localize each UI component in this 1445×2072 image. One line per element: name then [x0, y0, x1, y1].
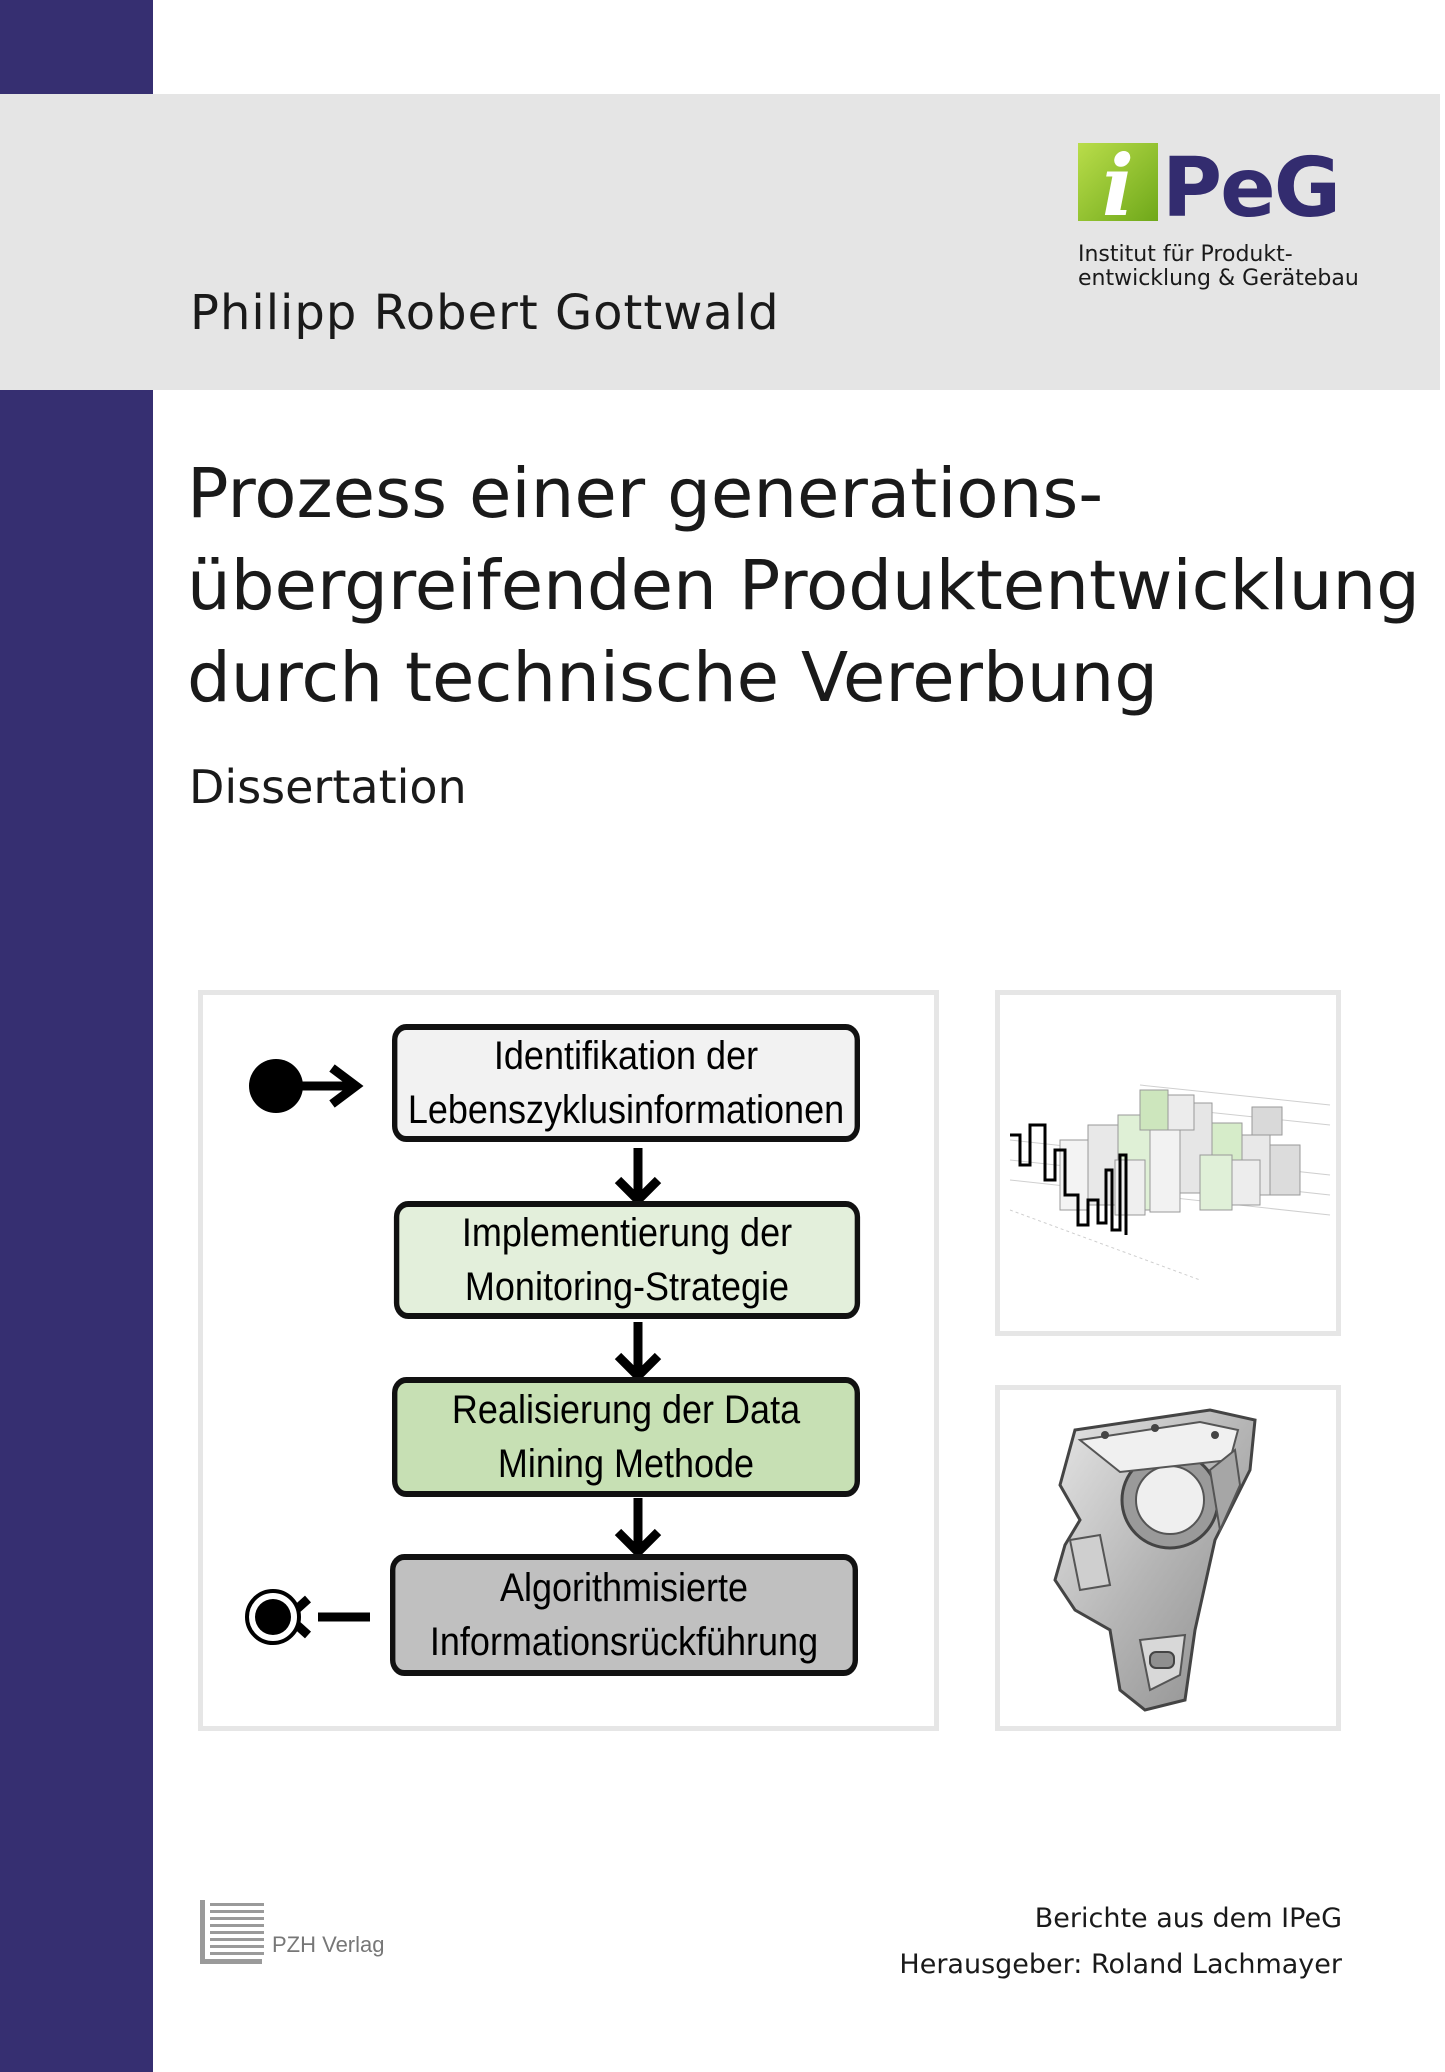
process-step-2: Implementierung der Monitoring-Strategie	[393, 1201, 861, 1319]
step-1-line2: Lebenszyklusinformationen	[407, 1088, 845, 1132]
logo-subtitle: Institut für Produkt- entwicklung & Gerä…	[1078, 243, 1359, 291]
process-connectors	[245, 1059, 662, 1645]
author-name: Philipp Robert Gottwald	[190, 285, 780, 341]
step-4-line1: Algorithmisierte	[499, 1566, 749, 1610]
publisher-name: PZH Verlag	[272, 1932, 385, 1957]
ipeg-logo: i PeG	[1078, 143, 1341, 225]
step-2-line2: Monitoring-Strategie	[464, 1265, 790, 1309]
step-3-line1: Realisierung der Data	[451, 1388, 801, 1432]
start-node	[249, 1059, 303, 1113]
step-2-line1: Implementierung der	[461, 1211, 793, 1255]
logo-letter-i: i	[1102, 143, 1134, 225]
title-line: durch technische Vererbung	[187, 638, 1159, 718]
process-step-3: Realisierung der Data Mining Methode	[392, 1377, 860, 1497]
header-band	[0, 94, 1440, 390]
logo-subtitle-line2: entwicklung & Gerätebau	[1078, 266, 1359, 291]
flow-arrows	[614, 1148, 662, 1559]
series-title: Berichte aus dem IPeG	[1034, 1903, 1342, 1934]
step-3-line2: Mining Methode	[497, 1442, 755, 1486]
book-title: Prozess einer generations- übergreifende…	[187, 448, 1420, 724]
logo-wordmark: PeG	[1162, 143, 1339, 225]
logo-subtitle-line1: Institut für Produkt-	[1078, 242, 1293, 267]
title-line: Prozess einer generations-	[187, 454, 1104, 534]
process-step-1: Identifikation der Lebenszyklusinformati…	[392, 1024, 860, 1142]
document-type: Dissertation	[189, 760, 467, 814]
process-step-4: Algorithmisierte Informationsrückführung	[390, 1554, 858, 1676]
step-4-line2: Informationsrückführung	[429, 1620, 819, 1664]
series-info: Berichte aus dem IPeG Herausgeber: Rolan…	[899, 1896, 1342, 1988]
machined-part-image	[1053, 1408, 1257, 1712]
series-editor: Herausgeber: Roland Lachmayer	[899, 1949, 1342, 1980]
step-1-line1: Identifikation der	[493, 1034, 759, 1078]
3d-bar-plot-image	[1009, 1084, 1331, 1281]
title-line: übergreifenden Produktentwicklung	[187, 546, 1420, 626]
pzh-verlag-logo	[200, 1900, 264, 1964]
